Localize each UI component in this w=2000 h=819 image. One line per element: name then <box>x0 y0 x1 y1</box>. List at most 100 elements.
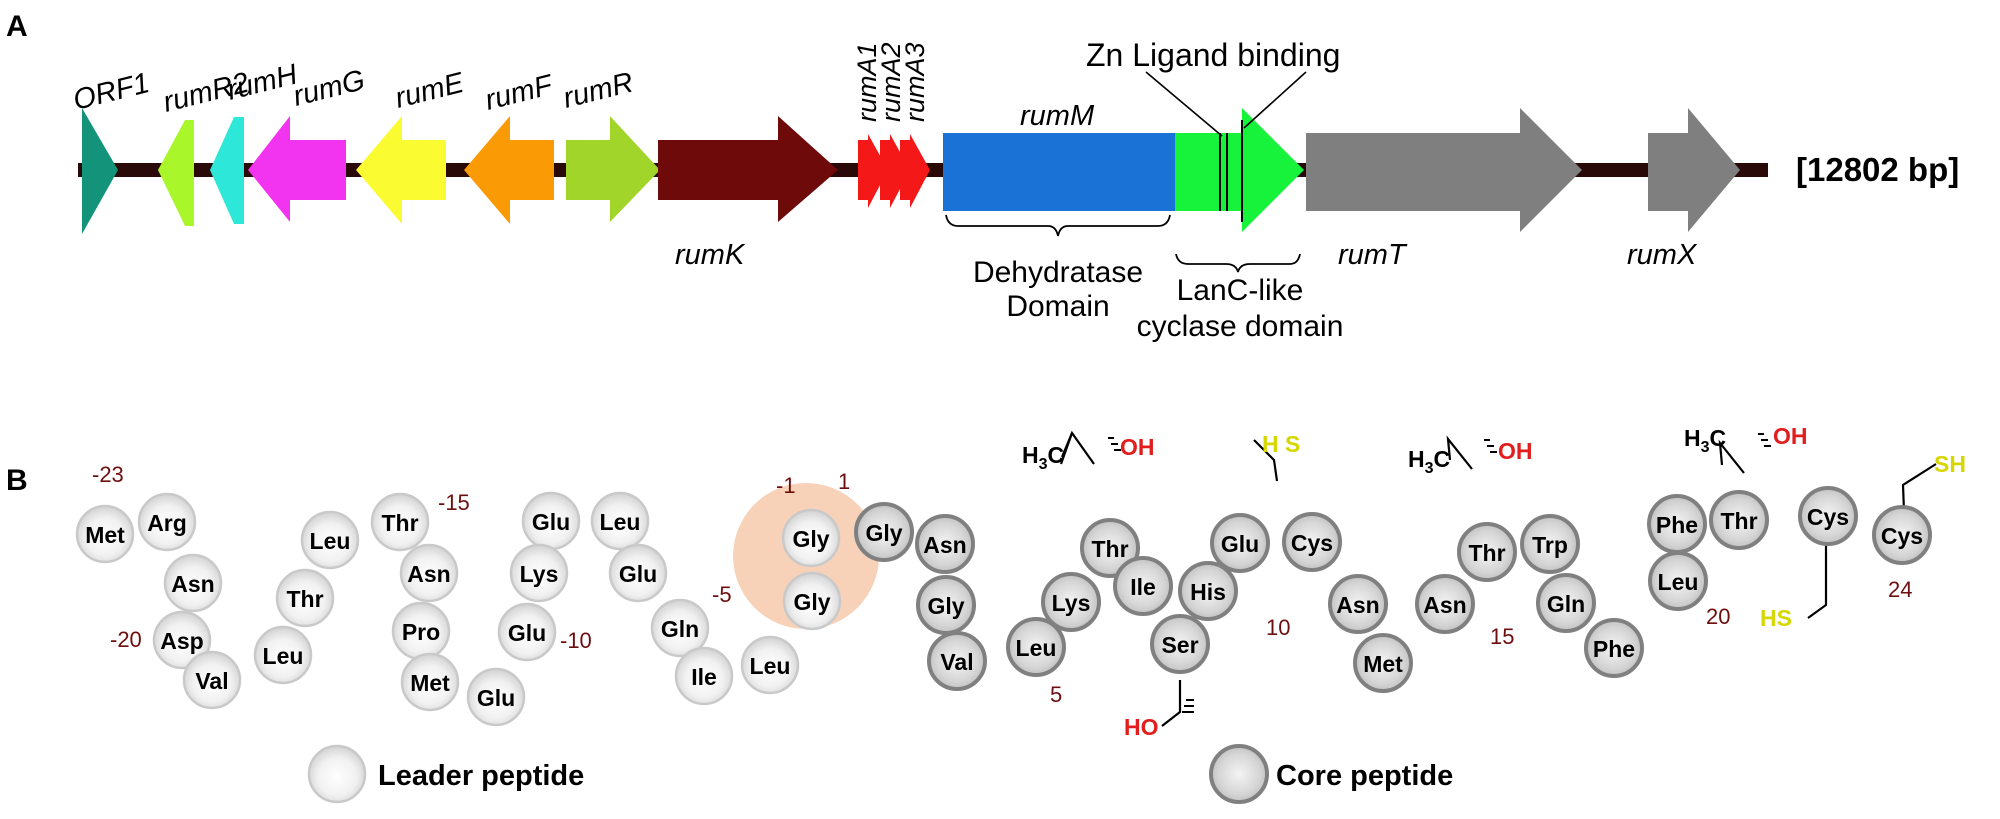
leader-residue-bead <box>740 635 800 695</box>
leader-residue-17: Leu <box>590 491 650 551</box>
leader-residue-label: Asn <box>171 571 214 597</box>
core-residue-bead <box>1536 573 1596 633</box>
dehydratase-label-line1: Dehydratase <box>973 256 1143 289</box>
core-residue-label: Thr <box>1091 536 1128 562</box>
leader-residue-bead <box>75 504 135 564</box>
gene-rumx-arrow <box>1648 108 1740 232</box>
leader-residue-6: Leu <box>253 625 313 685</box>
leader-residue-19: Gln <box>650 598 710 658</box>
core-residue-17: Trp <box>1520 514 1580 574</box>
position-label-24: 24 <box>1888 577 1912 602</box>
leader-residue-label: Val <box>195 668 228 694</box>
gene-label-rumm: rumM <box>1020 100 1095 132</box>
gene-ruma3-arrow <box>900 134 930 208</box>
core-residue-label: Cys <box>1881 523 1923 549</box>
thr22-methyl-label: H3C <box>1684 425 1726 456</box>
zn-pointer-left <box>1145 71 1223 137</box>
core-residue-label: Asn <box>923 532 966 558</box>
leader-residue-label: Lys <box>520 561 559 587</box>
core-residue-label: Ser <box>1161 632 1198 658</box>
core-residue-label: Trp <box>1532 532 1568 558</box>
leader-residue-label: Arg <box>147 510 187 536</box>
leader-residue-bead <box>275 568 335 628</box>
core-residue-label: Val <box>940 649 973 675</box>
core-residue-bead <box>1520 514 1580 574</box>
cys12-thiol-label: H S <box>1262 431 1300 457</box>
leader-residue-4: Asp <box>152 610 212 670</box>
core-residue-bead <box>1041 572 1101 632</box>
panel-b-label: B <box>6 464 28 497</box>
position-label-20: 20 <box>1706 604 1730 629</box>
position-label-minus23: -23 <box>92 462 124 487</box>
core-residue-1: Gly <box>854 502 914 562</box>
core-residue-label: Lys <box>1052 590 1091 616</box>
leader-residue-label: Met <box>85 522 125 548</box>
core-residue-9: Ser <box>1150 614 1210 674</box>
leader-residue-1: Met <box>75 504 135 564</box>
cys23-thiol-label: HS <box>1760 605 1792 631</box>
thr16-methyl-label: H3C <box>1408 446 1450 477</box>
core-residue-18: Gln <box>1536 573 1596 633</box>
leader-residue-bead <box>497 602 557 662</box>
gene-label-ruma3: rumA3 <box>900 42 930 122</box>
leader-residue-bead <box>650 598 710 658</box>
core-residue-bead <box>1328 574 1388 634</box>
leader-residue-bead <box>163 553 223 613</box>
side-chain-bonds <box>1059 430 1937 727</box>
gene-rume-arrow <box>356 116 446 224</box>
leader-residue-bead <box>674 646 734 706</box>
core-residue-bead <box>1709 490 1769 550</box>
core-residue-bead <box>1584 618 1644 678</box>
gene-label-rumx: rumX <box>1627 239 1698 271</box>
leader-residue-bead <box>781 508 841 568</box>
gene-rumr2-arrow <box>158 120 194 226</box>
leader-residue-8: Leu <box>300 510 360 570</box>
core-residue-7: Thr <box>1080 518 1140 578</box>
leader-residue-label: Glu <box>508 620 546 646</box>
position-label-minus10: -10 <box>560 628 592 653</box>
gene-label-rumh: rumH <box>224 59 301 107</box>
core-residue-4: Val <box>927 631 987 691</box>
gene-label-ruma1: rumA1 <box>852 42 882 122</box>
gene-rumh-arrow <box>210 117 244 224</box>
core-residue-bead <box>854 502 914 562</box>
leader-residue-label: Glu <box>477 685 515 711</box>
leader-residue-2: Arg <box>137 492 197 552</box>
gene-rumk-arrow <box>658 116 838 222</box>
leader-residue-label: Leu <box>600 509 641 535</box>
thr22-hydroxyl-label: OH <box>1773 423 1808 449</box>
leader-residue-16: Glu <box>497 602 557 662</box>
core-residue-label: Gly <box>927 593 964 619</box>
core-residue-bead <box>1113 556 1173 616</box>
gene-rumg-arrow <box>248 116 346 222</box>
leader-residue-14: Glu <box>521 491 581 551</box>
leader-residue-bead <box>300 510 360 570</box>
core-residue-23: Cys <box>1798 486 1858 546</box>
core-residue-11: Glu <box>1210 513 1270 573</box>
leader-residue-10: Asn <box>399 543 459 603</box>
gene-label-rumg: rumG <box>290 64 368 113</box>
core-residue-label: Leu <box>1016 635 1057 661</box>
leader-residue-12: Met <box>400 652 460 712</box>
gene-orf1-arrow <box>82 108 118 234</box>
position-label-5: 5 <box>1050 682 1062 707</box>
leader-residue-label: Ile <box>691 664 717 690</box>
core-residue-bead <box>916 575 976 635</box>
leader-residue-label: Glu <box>532 509 570 535</box>
leader-residue-label: Gly <box>793 589 830 615</box>
leader-residue-3: Asn <box>163 553 223 613</box>
leader-residue-bead <box>400 652 460 712</box>
core-residue-21: Phe <box>1647 494 1707 554</box>
core-residue-label: Gly <box>865 520 902 546</box>
leader-residue-label: Asp <box>160 628 203 654</box>
core-residue-label: Phe <box>1656 512 1698 538</box>
gene-label-rumt: rumT <box>1338 239 1408 271</box>
position-label-minus5: -5 <box>712 582 732 607</box>
core-residue-label: Cys <box>1807 504 1849 530</box>
core-residue-12: Cys <box>1282 512 1342 572</box>
leader-residue-label: Leu <box>750 653 791 679</box>
core-residue-bead <box>1415 574 1475 634</box>
gene-rumf-arrow <box>464 116 554 224</box>
leader-residue-label: Thr <box>286 586 323 612</box>
